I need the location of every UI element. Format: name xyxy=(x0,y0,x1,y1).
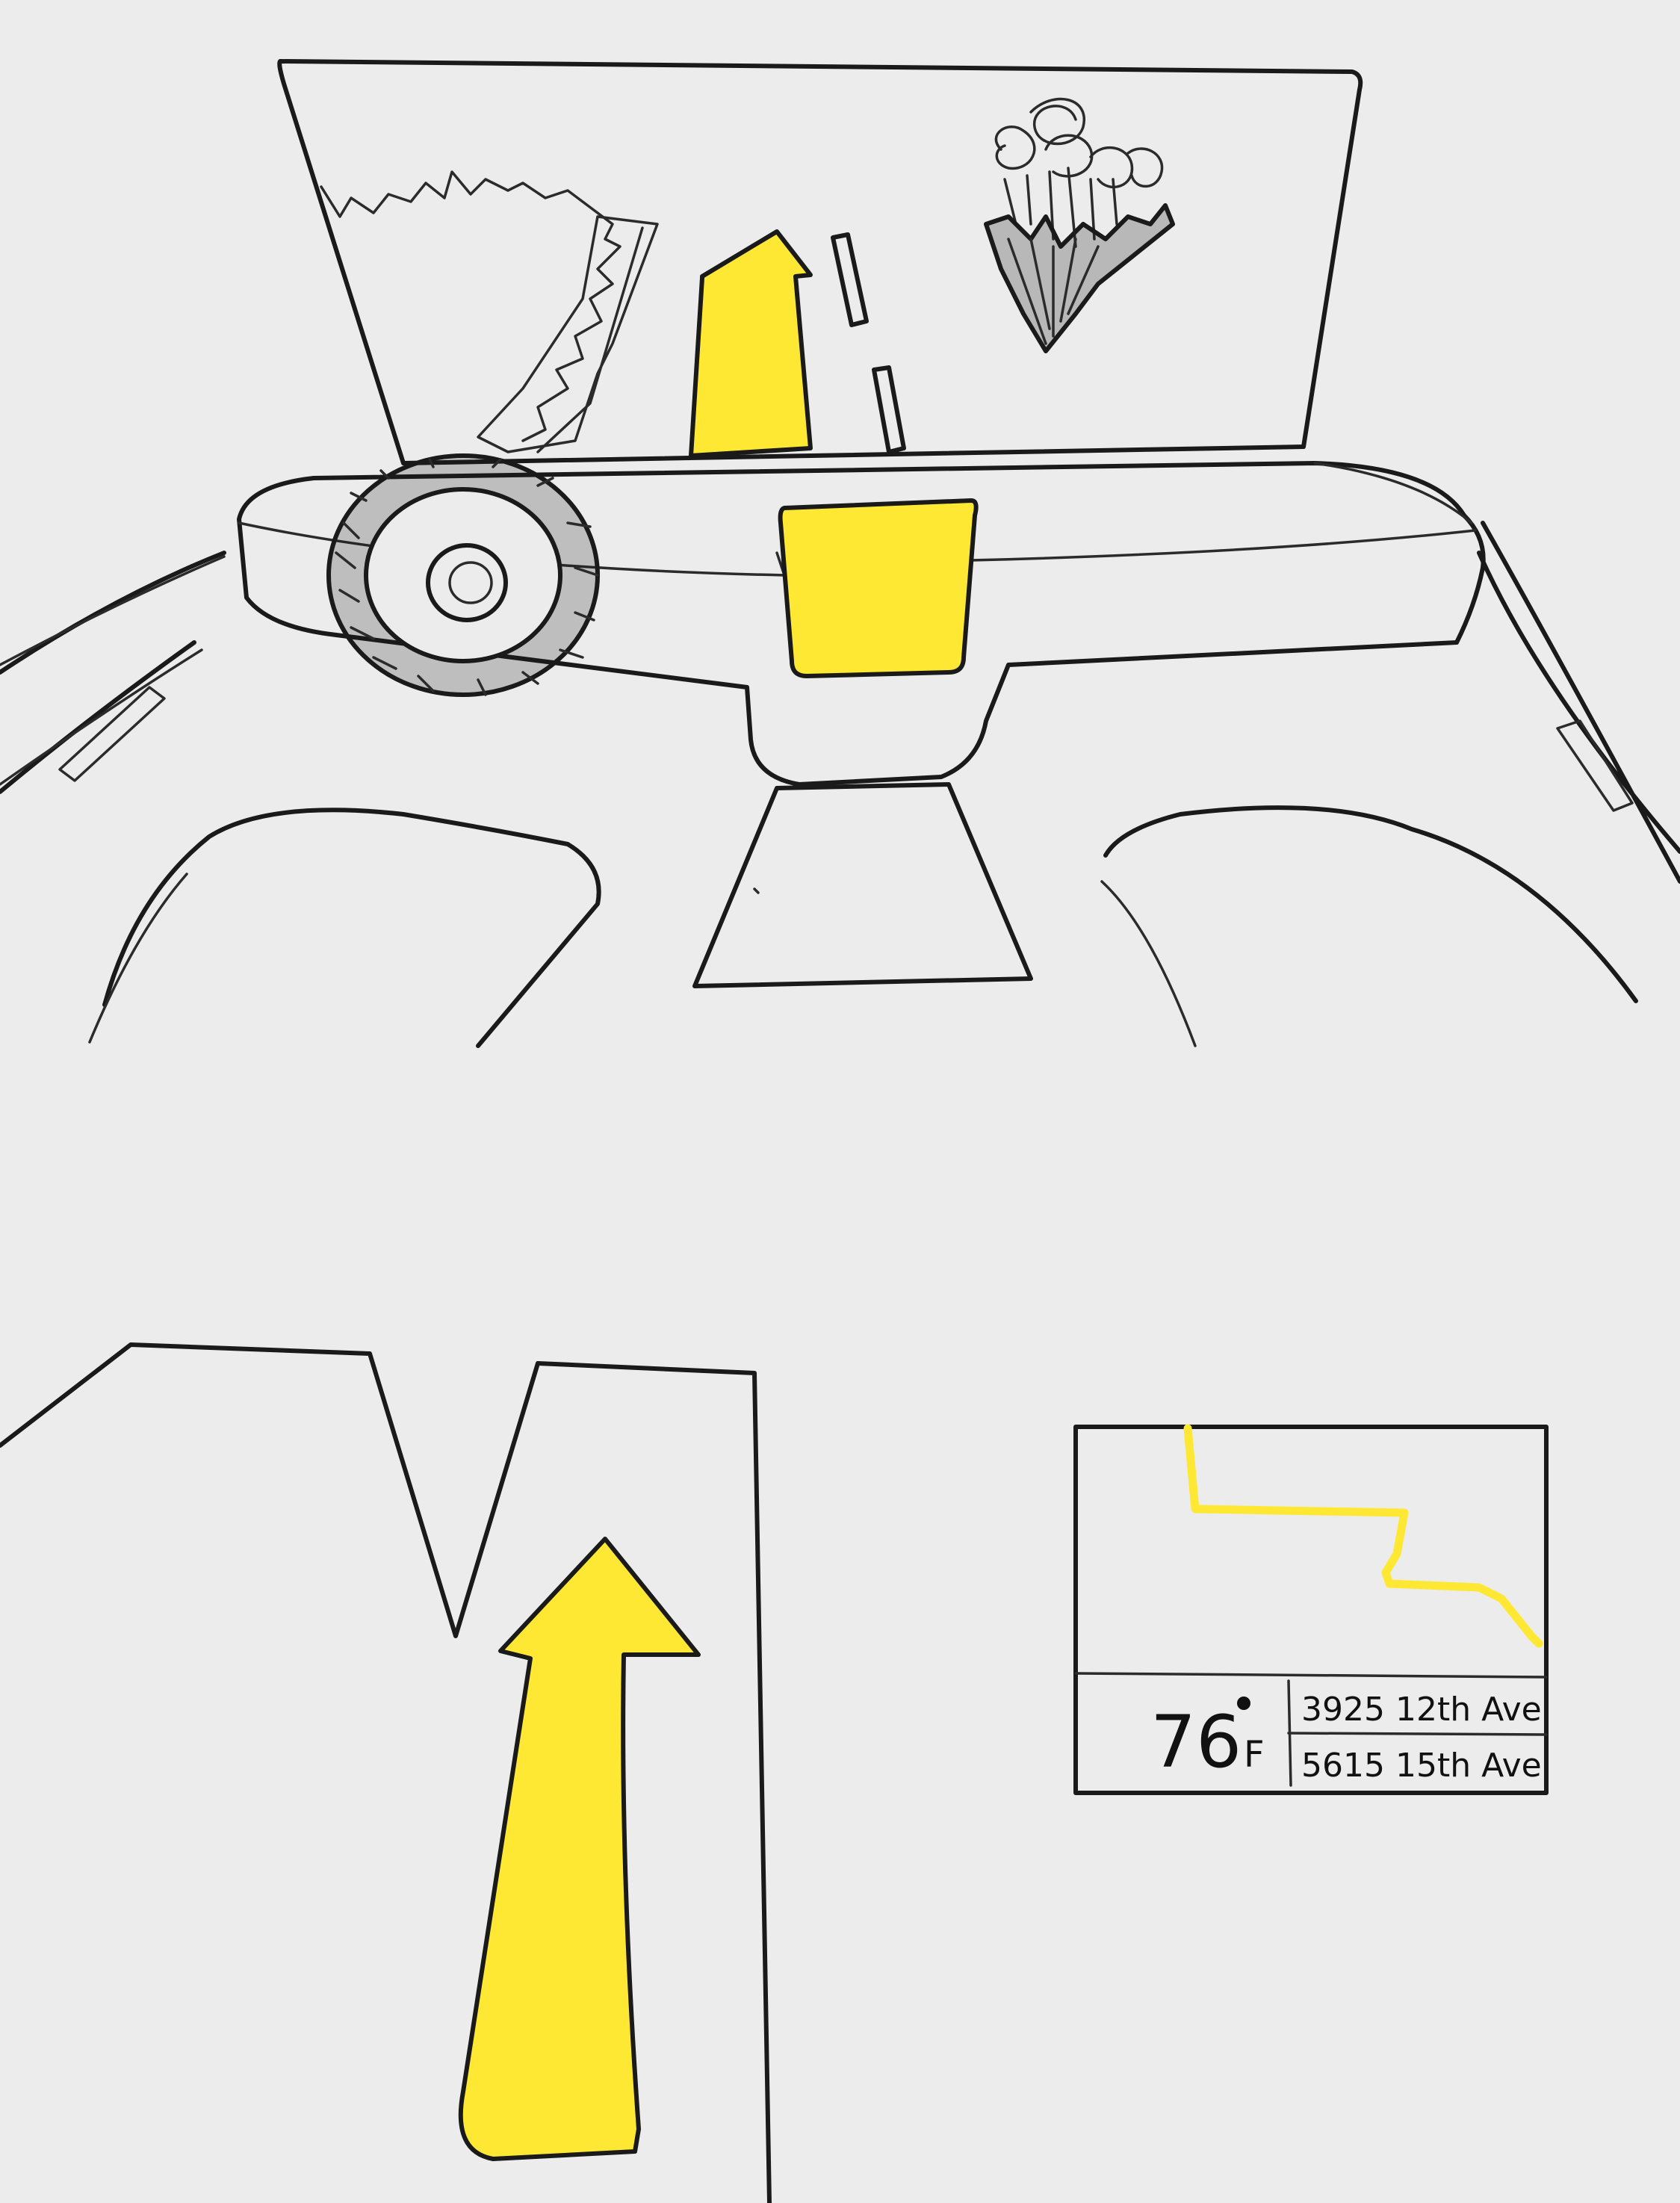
road-outline xyxy=(0,1345,769,2203)
road-edge-left xyxy=(478,217,657,452)
lane-marking-dash xyxy=(874,368,904,452)
panel-divider-horizontal xyxy=(1076,1673,1546,1677)
center-console-screen xyxy=(781,501,976,676)
seat-left-edge xyxy=(90,874,187,1042)
door-panel-left xyxy=(0,557,224,784)
center-tunnel-seam xyxy=(754,889,758,893)
seat-left xyxy=(105,810,599,1046)
windshield-nav-arrow-icon xyxy=(691,232,810,456)
hud-info-panel xyxy=(1076,1427,1546,1793)
right-door-handle-icon xyxy=(1557,721,1632,811)
temperature-value: 76 xyxy=(1150,1700,1242,1784)
panel-divider-address xyxy=(1289,1733,1546,1735)
car-interior-sketch xyxy=(0,61,1680,1046)
address-line-1: 3925 12th Ave xyxy=(1301,1691,1542,1729)
temperature-unit: F xyxy=(1244,1734,1265,1776)
seat-right-edge xyxy=(1102,881,1195,1046)
hud-view-sketch: 76 F 3925 12th Ave 5615 15th Ave xyxy=(0,1345,1546,2203)
a-pillar-right xyxy=(1479,523,1680,881)
roadside-tree-scribble-left xyxy=(321,172,620,441)
lane-marking-dash xyxy=(833,235,867,325)
a-pillar-left xyxy=(0,553,224,792)
address-line-2: 5615 15th Ave xyxy=(1301,1747,1542,1785)
center-tunnel xyxy=(695,784,1031,986)
roadside-tree-scribble-right xyxy=(986,99,1173,351)
steering-wheel xyxy=(329,456,598,695)
hud-nav-arrow-icon xyxy=(461,1539,698,2159)
seat-right xyxy=(1106,808,1636,1001)
minimap-route-line xyxy=(1188,1428,1539,1643)
degree-symbol-icon xyxy=(1237,1697,1250,1710)
windshield-display xyxy=(279,61,1360,463)
